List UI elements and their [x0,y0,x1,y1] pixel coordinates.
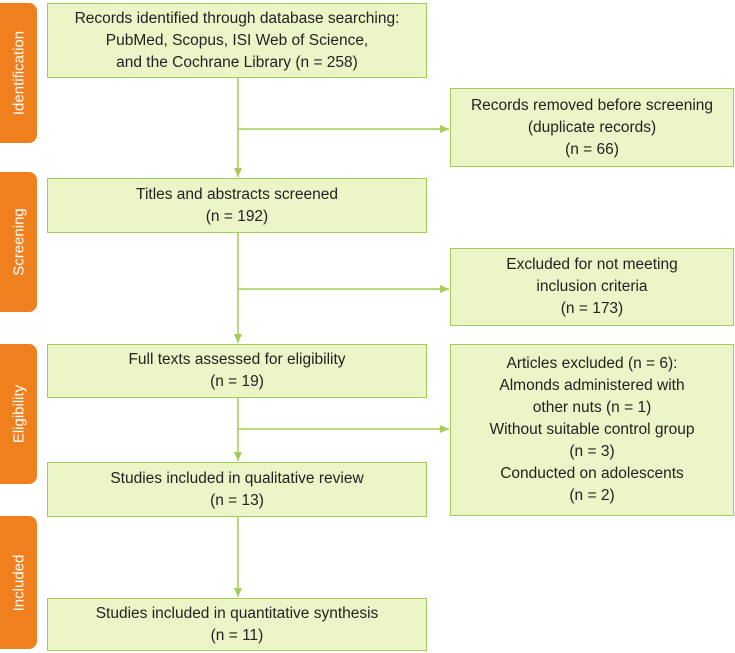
qualitative-review-line: Studies included in qualitative review [110,469,364,487]
records-identified-line: and the Cochrane Library (n = 258) [116,53,358,71]
qualitative-review-box: Studies included in qualitative review (… [47,462,427,517]
titles-screened-line: Titles and abstracts screened [136,185,338,203]
records-removed-line: (duplicate records) [527,118,657,136]
full-texts-line: (n = 19) [210,373,264,390]
phase-tab-screening: Screening [0,172,37,312]
full-texts-line: Full texts assessed for eligibility [128,351,346,368]
records-removed-line: (n = 66) [565,140,619,158]
excluded-criteria-line: Excluded for not meeting [506,256,678,273]
articles-excluded-line: Almonds administered with [499,377,685,394]
articles-excluded-line: (n = 2) [569,487,615,504]
articles-excluded-line: Conducted on adolescents [500,465,684,482]
quantitative-synthesis-line: Studies included in quantitative synthes… [95,604,379,622]
records-identified-box: Records identified through database sear… [47,3,427,78]
records-identified-line: PubMed, Scopus, ISI Web of Science, [105,31,369,49]
articles-excluded-line: other nuts (n = 1) [532,399,652,416]
titles-screened-line: (n = 192) [205,207,269,225]
articles-excluded-line: (n = 3) [569,443,615,460]
qualitative-review-line: (n = 13) [210,491,264,509]
articles-excluded-line: Without suitable control group [489,421,695,438]
quantitative-synthesis-line: (n = 11) [210,626,264,644]
records-removed-line: Records removed before screening [470,96,714,114]
articles-excluded-box: Articles excluded (n = 6): Almonds admin… [450,344,734,516]
excluded-criteria-line: (n = 173) [560,300,624,317]
excluded-criteria-line: inclusion criteria [536,278,648,295]
quantitative-synthesis-box: Studies included in quantitative synthes… [47,598,427,651]
articles-excluded-line: Articles excluded (n = 6): [506,355,678,372]
records-identified-line: Records identified through database sear… [74,9,400,27]
titles-screened-box: Titles and abstracts screened (n = 192) [47,178,427,233]
full-texts-box: Full texts assessed for eligibility (n =… [47,344,427,398]
phase-tab-identification: Identification [0,3,37,143]
excluded-criteria-box: Excluded for not meeting inclusion crite… [450,248,734,326]
phase-tab-included: Included [0,516,37,649]
records-removed-box: Records removed before screening (duplic… [450,88,734,167]
phase-tab-eligibility: Eligibility [0,344,37,484]
